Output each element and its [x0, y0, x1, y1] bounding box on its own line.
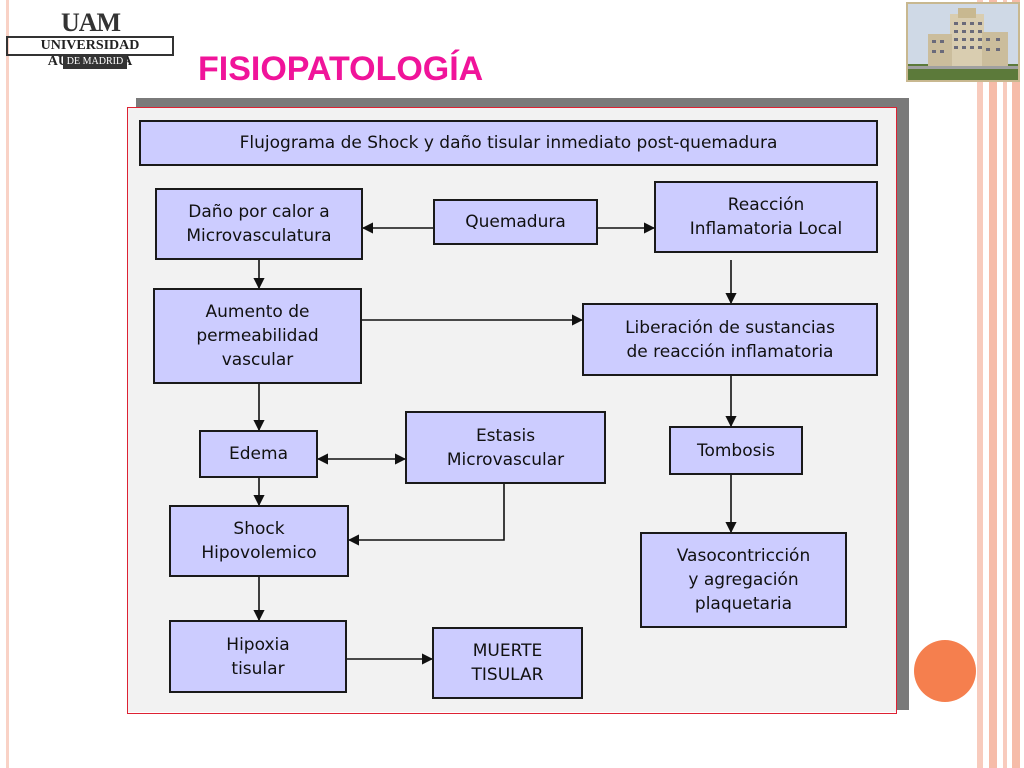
node-quemadura: Quemadura: [433, 199, 598, 245]
node-aumento-permeabilidad: Aumento de permeabilidad vascular: [153, 288, 362, 384]
node-dano-calor: Daño por calor a Microvasculatura: [155, 188, 363, 260]
accent-circle: [914, 640, 976, 702]
left-stripe: [6, 0, 9, 768]
right-stripe-4: [1012, 0, 1020, 768]
university-logo: UAM UNIVERSIDAD AUTONOMA DE MADRID: [6, 8, 176, 69]
node-muerte: MUERTE TISULAR: [432, 627, 583, 699]
right-stripe-3: [1003, 0, 1007, 768]
node-trombosis: Tombosis: [669, 426, 803, 475]
node-shock: Shock Hipovolemico: [169, 505, 349, 577]
node-hipoxia: Hipoxia tisular: [169, 620, 347, 693]
node-liberacion: Liberación de sustancias de reacción inf…: [582, 303, 878, 376]
node-edema: Edema: [199, 430, 318, 478]
building-photo: [906, 2, 1020, 82]
node-vasocontriccion: Vasocontricción y agregación plaquetaria: [640, 532, 847, 628]
diagram-heading: Flujograma de Shock y daño tisular inmed…: [139, 120, 878, 166]
logo-mark: UAM: [61, 8, 121, 37]
node-reaccion-local: Reacción Inflamatoria Local: [654, 181, 878, 253]
arrow-estasis-to-shock: [347, 483, 505, 546]
logo-sub: DE MADRID: [63, 55, 127, 69]
right-stripe-1: [977, 0, 983, 768]
node-estasis: Estasis Microvascular: [405, 411, 606, 484]
right-stripe-2: [989, 0, 997, 768]
slide-title: FISIOPATOLOGÍA: [198, 50, 484, 88]
